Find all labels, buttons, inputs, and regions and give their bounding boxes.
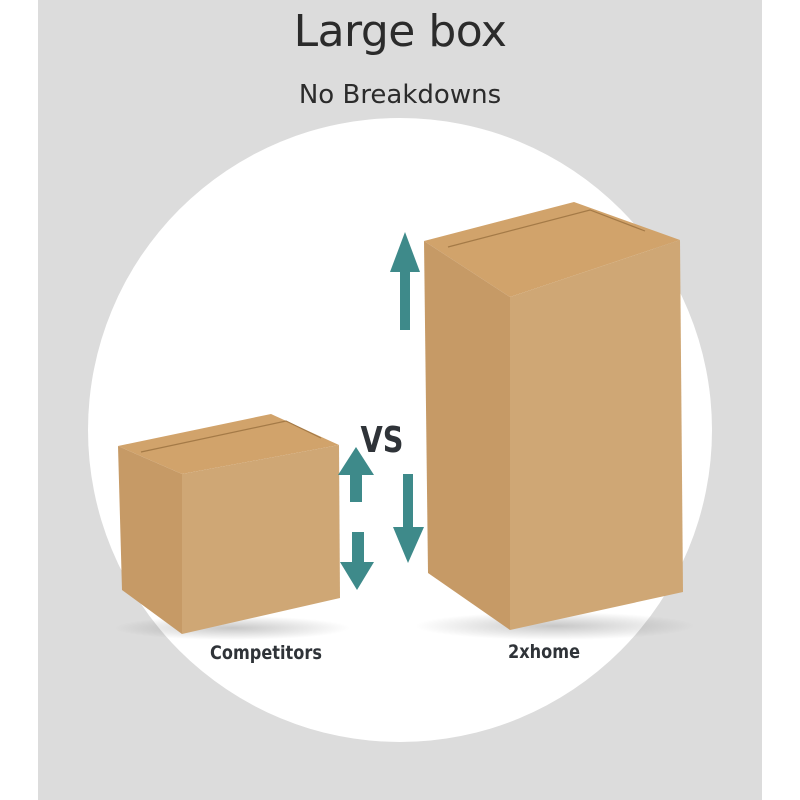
large-height-arrow-icon [390, 232, 424, 563]
large-box-shadow [415, 612, 695, 640]
small-box-icon [118, 414, 340, 634]
competitors-label: Competitors [210, 642, 322, 664]
large-box-icon [424, 202, 683, 630]
small-height-arrow-icon [338, 447, 374, 590]
brand-label: 2xhome [508, 641, 581, 663]
page-title: Large box [293, 6, 507, 57]
page-subtitle: No Breakdowns [298, 80, 502, 110]
vs-label: VS [360, 420, 404, 461]
